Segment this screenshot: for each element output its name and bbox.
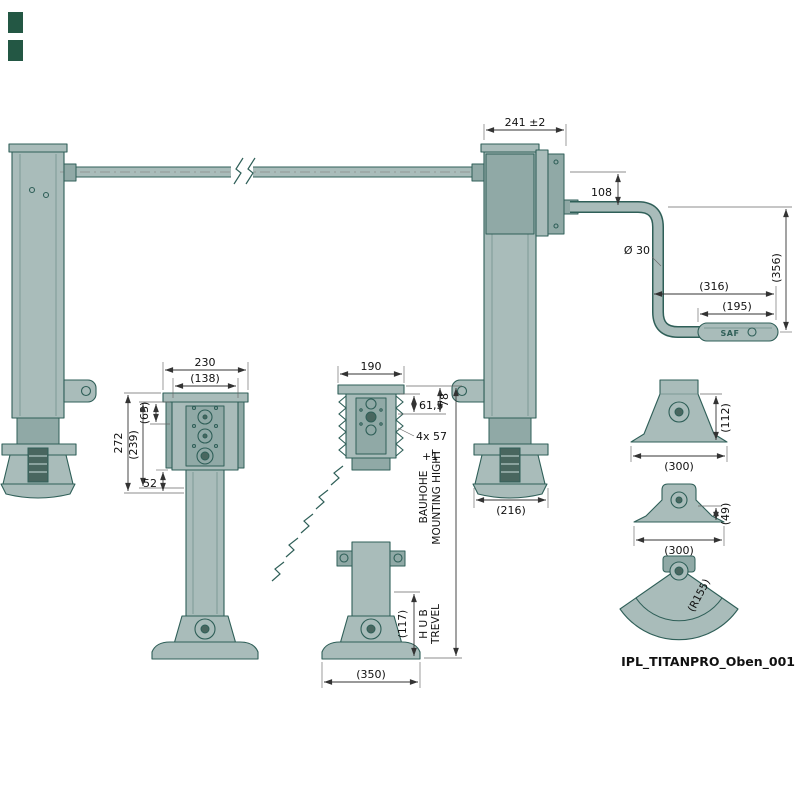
dim-mounting-width: 241 ±2 xyxy=(505,116,546,129)
drawing-title: IPL_TITANPRO_Oben_001 xyxy=(621,654,795,670)
dim-hub-travel: (117) xyxy=(397,610,409,638)
dim-front-upper-offset: (63) xyxy=(138,402,151,425)
corner-mark-2 xyxy=(8,40,23,61)
left-leg-assembly xyxy=(0,143,97,499)
dimensions-side-view: 190 61,5 78 4x 57 +1 BAUHOHE MOUNTING HI… xyxy=(321,360,462,688)
crank-handle: SAF xyxy=(570,201,779,342)
gearbox-plate xyxy=(547,153,565,235)
bracket-low-hole xyxy=(670,491,688,509)
bracket-view-tall: (112) (300) xyxy=(630,379,732,473)
left-mounting-ear xyxy=(63,379,97,403)
gearbox-housing xyxy=(485,153,535,235)
dim-side-flange-height: 78 xyxy=(438,393,451,407)
corner-mark-1 xyxy=(8,12,23,33)
dim-side-width: 190 xyxy=(361,360,382,373)
cross-shaft xyxy=(60,157,485,186)
side-view-leg xyxy=(271,384,421,660)
left-inner-leg xyxy=(16,417,60,447)
dim-crank-drop: (356) xyxy=(770,253,783,283)
label-bauhoehe: BAUHOHE xyxy=(418,471,430,524)
dim-bracket-low-width: (300) xyxy=(664,544,694,557)
right-foot-spring xyxy=(499,447,521,483)
dimensions-top-assembly: 241 ±2 108 Ø 30 (316) (195) (356) (216) xyxy=(473,116,792,517)
label-hub: H U B xyxy=(418,609,430,638)
left-leg-column xyxy=(11,151,65,419)
side-lower-leg xyxy=(351,541,391,617)
bracket-view-low: (49) (300) xyxy=(633,483,732,557)
right-mounting-ear xyxy=(451,379,485,403)
dimensions-front-view: 230 (138) (63) 272 (239) 52 xyxy=(112,356,249,494)
right-inner-leg xyxy=(488,417,532,447)
dim-front-height: 272 xyxy=(112,433,125,454)
front-foot-skid xyxy=(151,641,259,660)
right-leg-top-cap xyxy=(480,143,540,153)
side-foot-skid xyxy=(321,641,421,660)
dim-front-lower-offset: 52 xyxy=(143,477,157,490)
dim-front-inner-width: (138) xyxy=(190,372,220,385)
shaft-break-symbol xyxy=(233,157,244,185)
label-mounting-hight: MOUNTING HIGHT xyxy=(431,449,443,545)
fan-bracket-body xyxy=(619,567,739,641)
dim-side-pitch-tolerance: +1 xyxy=(422,450,438,463)
dim-tube-diameter: Ø 30 xyxy=(624,244,650,257)
bracket-view-fan: (R155) xyxy=(619,555,739,641)
saf-logo-ring xyxy=(747,327,757,337)
front-lower-leg xyxy=(185,469,225,617)
left-leg-top-cap xyxy=(8,143,68,153)
left-foot-spring xyxy=(27,447,49,483)
dim-bracket-low-height: (49) xyxy=(719,503,732,526)
dim-bracket-tall-width: (300) xyxy=(664,460,694,473)
dim-grip-length: (195) xyxy=(722,300,752,313)
dim-bracket-tall-height: (112) xyxy=(719,403,732,433)
dim-front-inner-height: (239) xyxy=(127,430,140,460)
label-trevel: TREVEL xyxy=(430,604,442,645)
dim-side-foot-width: (350) xyxy=(356,668,386,681)
leg-break-symbol xyxy=(330,465,344,486)
saf-logo: SAF xyxy=(721,329,740,338)
dim-crank-axis-offset: 108 xyxy=(591,186,612,199)
crank-pipe xyxy=(570,201,700,338)
dim-front-width: 230 xyxy=(195,356,216,369)
left-ear-hole xyxy=(80,385,92,397)
side-top-plate xyxy=(337,384,405,395)
bracket-tall-hole xyxy=(668,401,690,423)
right-leg-assembly xyxy=(451,143,579,499)
left-foot-skid xyxy=(0,483,76,499)
front-top-plate xyxy=(162,392,249,403)
front-view-leg xyxy=(151,392,259,660)
dim-crank-reach: (316) xyxy=(699,280,729,293)
right-foot-skid xyxy=(472,483,548,499)
dim-right-foot-width: (216) xyxy=(496,504,526,517)
dim-side-hole-pitch: 4x 57 xyxy=(416,430,447,443)
